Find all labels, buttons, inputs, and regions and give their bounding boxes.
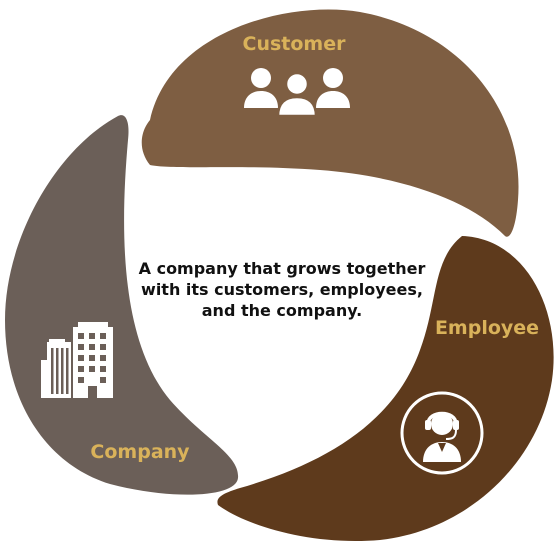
customer-label: Customer [243,33,347,55]
headset-agent-icon [400,391,484,475]
company-segment [5,115,239,495]
customer-segment [141,9,519,237]
company-label: Company [90,441,190,463]
employee-label: Employee [435,317,539,339]
people-group-icon [244,68,350,118]
center-line-2: with its customers, employees, [141,280,423,299]
center-line-3: and the company. [202,301,363,320]
building-windows [51,333,106,398]
employee-segment [217,236,554,542]
center-line-1: A company that grows together [139,259,426,278]
